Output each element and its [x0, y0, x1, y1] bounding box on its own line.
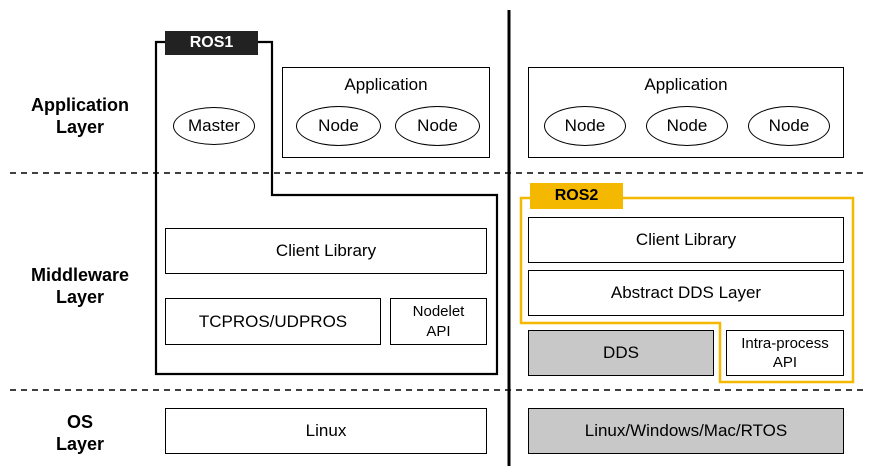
ros1-os-linux: Linux	[165, 408, 487, 454]
ros2-intra-process-api: Intra-process API	[726, 330, 844, 376]
ros2-application-title: Application	[644, 75, 728, 94]
ros2-client-library: Client Library	[528, 217, 844, 263]
ros2-tag: ROS2	[530, 183, 623, 209]
application-layer-label: Application Layer	[31, 94, 129, 138]
ros2-outline	[519, 196, 855, 384]
ros1-application-title: Application	[344, 75, 428, 94]
ros1-client-library: Client Library	[165, 228, 487, 274]
ros1-outline	[154, 40, 499, 376]
ros2-node: Node	[544, 106, 626, 146]
ros1-application-box: Application Node Node	[282, 67, 490, 158]
ros2-node: Node	[748, 106, 830, 146]
ros1-nodelet-api: Nodelet API	[390, 298, 487, 345]
ros1-node: Node	[395, 106, 480, 146]
ros1-tcpros-udpros: TCPROS/UDPROS	[165, 298, 381, 345]
ros2-dds: DDS	[528, 330, 714, 376]
ros2-os-multi-platform: Linux/Windows/Mac/RTOS	[528, 408, 844, 454]
os-layer-label: OS Layer	[55, 411, 105, 455]
ros1-tag: ROS1	[165, 31, 258, 55]
ros2-application-box: Application Node Node Node	[528, 67, 844, 158]
ros1-node: Node	[296, 106, 381, 146]
ros2-node: Node	[646, 106, 728, 146]
ros2-abstract-dds-layer: Abstract DDS Layer	[528, 270, 844, 316]
ros1-master-node: Master	[173, 107, 255, 145]
middleware-layer-label: Middleware Layer	[30, 264, 130, 308]
